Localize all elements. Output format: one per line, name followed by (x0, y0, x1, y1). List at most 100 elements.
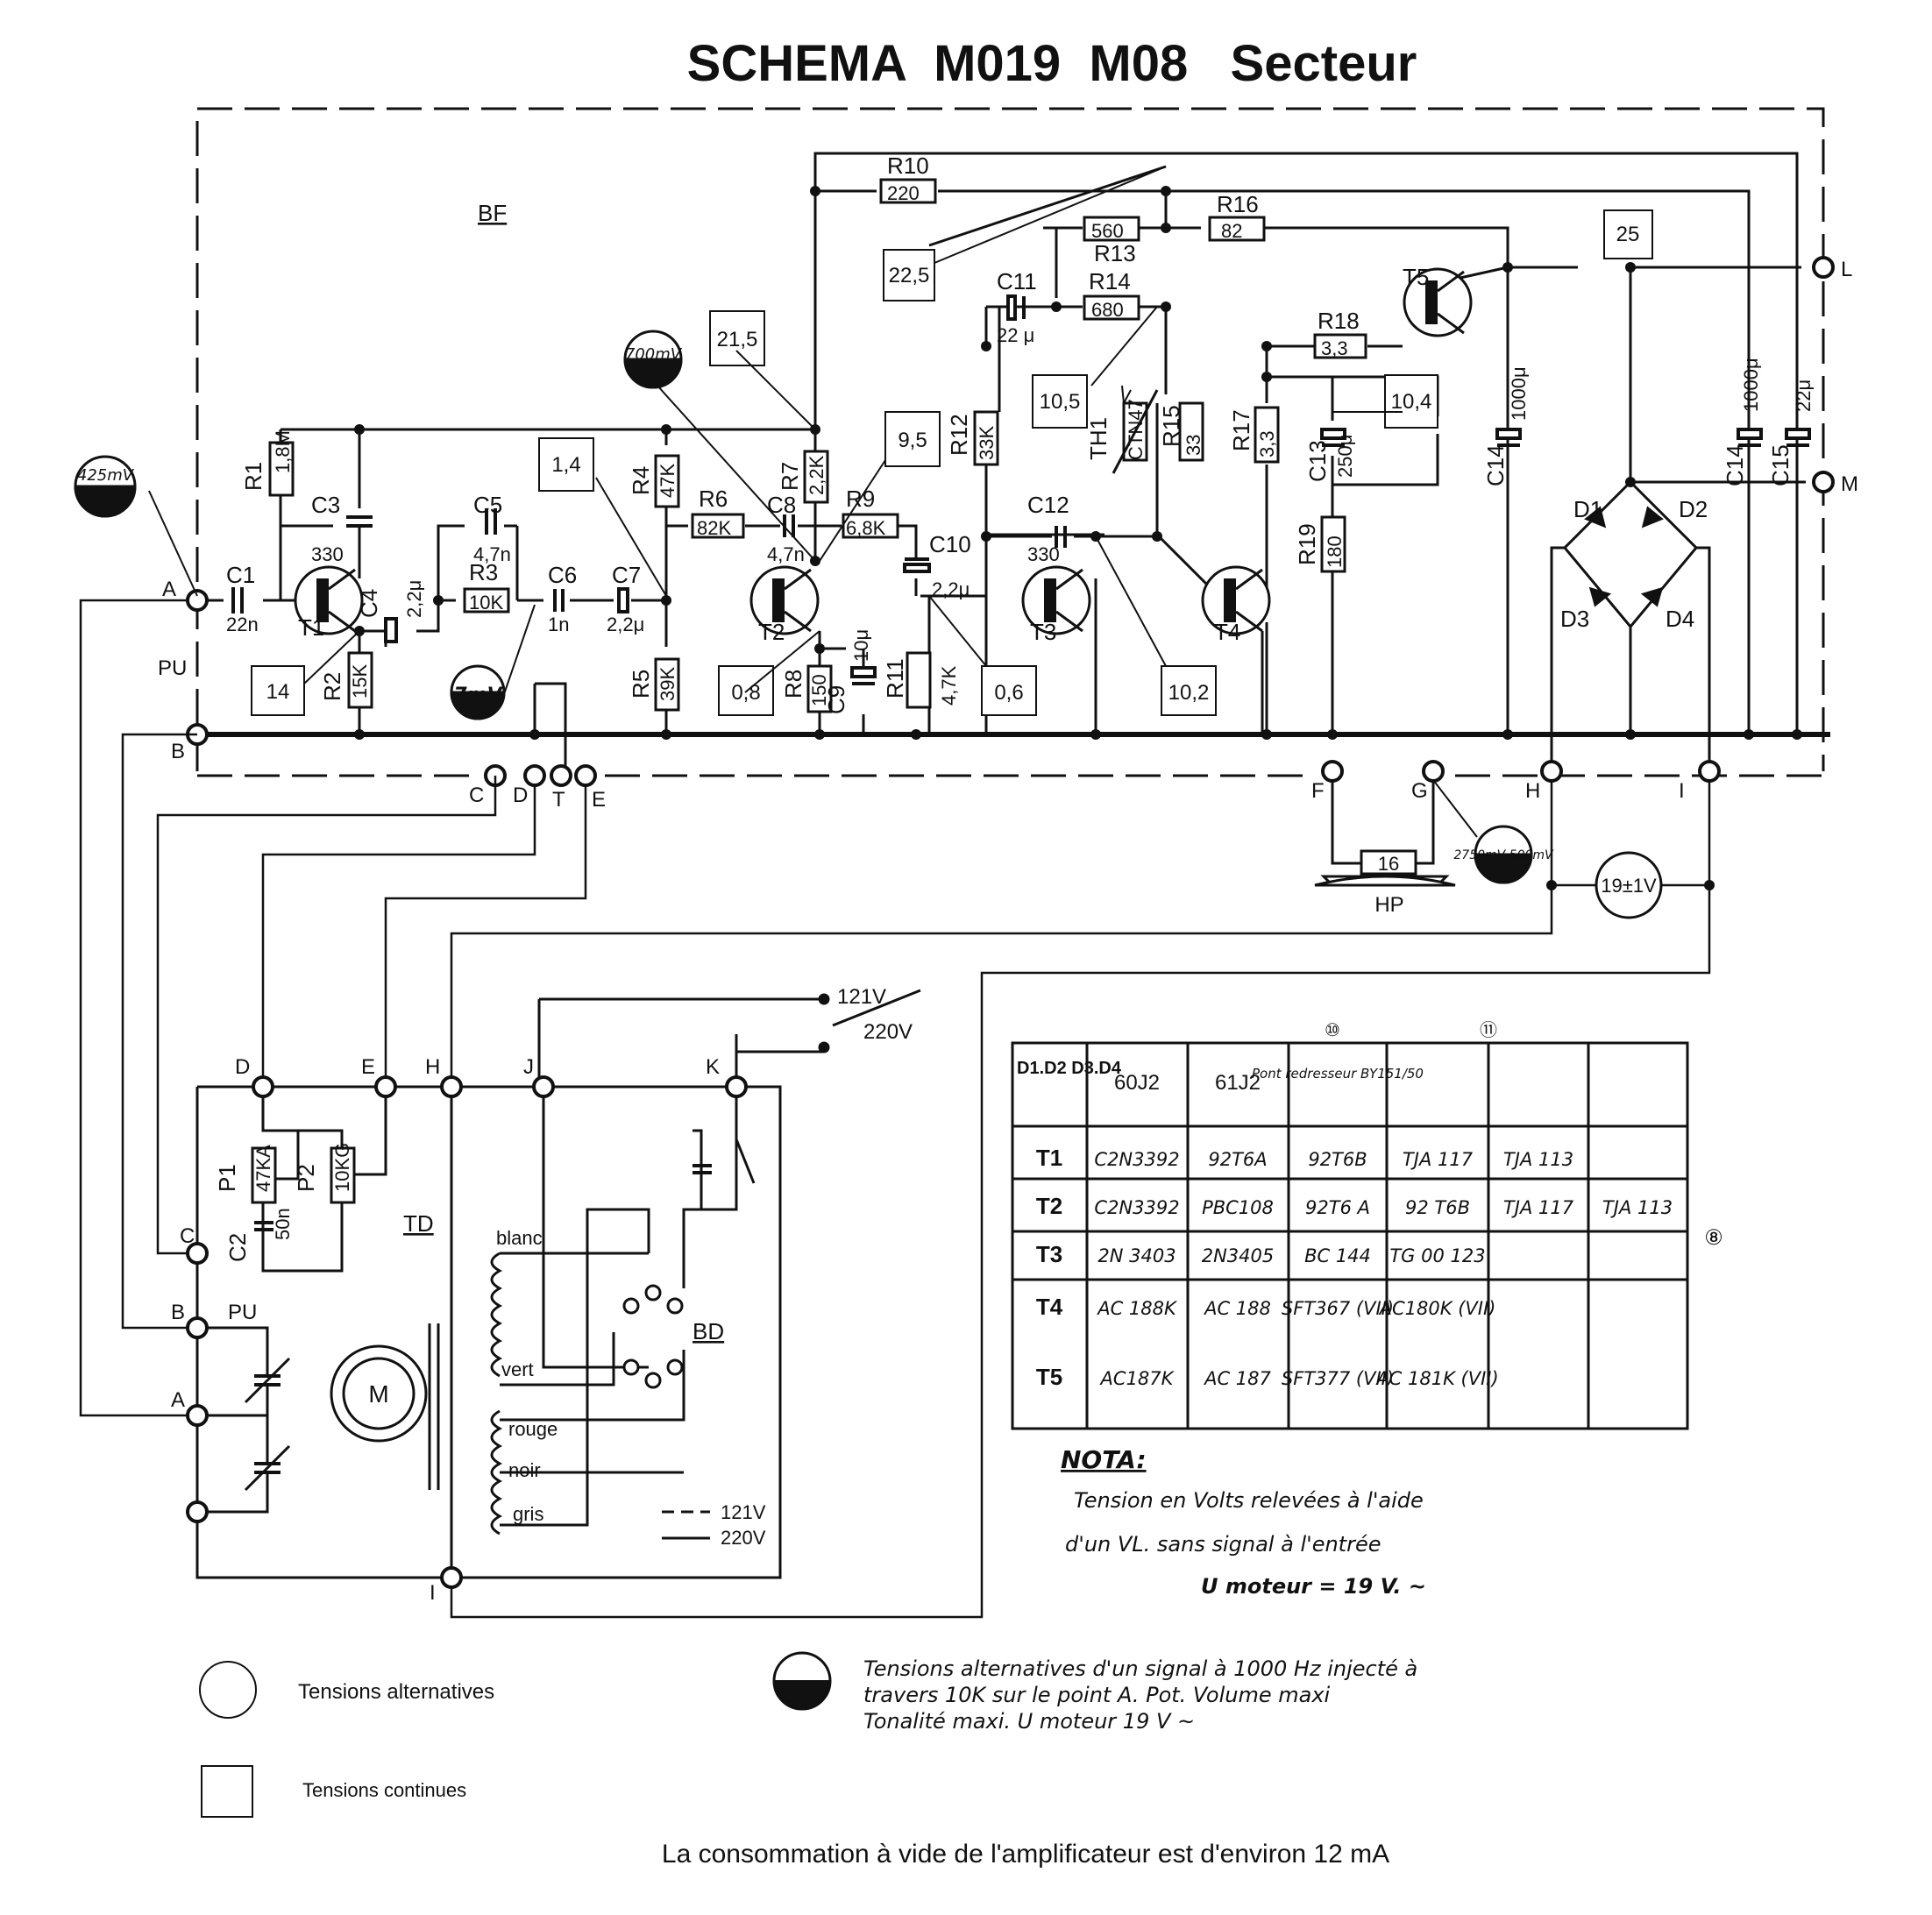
hp-value: 16 (1378, 853, 1399, 875)
transistor-label: T2 (758, 619, 785, 645)
component-value: 4,7K (938, 665, 960, 706)
component-ref: R5 (628, 670, 654, 699)
resistor-r17 (1254, 406, 1280, 464)
component-value: 330 (311, 543, 344, 565)
td-terminal-label: PU (228, 1301, 257, 1324)
component-value: 33 (1183, 435, 1204, 456)
component-value: 1n (548, 614, 569, 635)
ac-voltage-425mv (74, 455, 137, 518)
table-mark: ⑧ (1704, 1226, 1723, 1250)
table-cell: PBC108 (1202, 1197, 1274, 1218)
component-ref: R11 (882, 658, 908, 699)
component-ref: R18 (1318, 308, 1360, 334)
td-terminals (186, 1075, 748, 1589)
component-value: 3,3 (1321, 337, 1348, 359)
td-terminal-label: H (425, 1055, 440, 1079)
thermistor-arrow (1112, 389, 1159, 474)
component-value: 150 (808, 674, 830, 706)
table-row-label: T3 (1036, 1241, 1062, 1267)
thermistor-th1 (1122, 401, 1148, 462)
td-terminal-label: K (706, 1055, 720, 1079)
component-value: 22μ (1793, 379, 1815, 412)
terminal-i (1698, 760, 1721, 783)
terminal-l (1812, 256, 1835, 279)
wire-label: blanc (496, 1227, 543, 1249)
table-cell: 92 T6B (1405, 1197, 1470, 1218)
resistor-r7 (803, 450, 829, 504)
legend-signal-line: Tonalité maxi. U moteur 19 V ~ (863, 1709, 1195, 1734)
component-value: 10KG (331, 1143, 353, 1192)
component-value: 4,7n (767, 543, 805, 565)
component-ref: C8 (767, 492, 796, 518)
table-cell: TJA 117 (1503, 1197, 1574, 1218)
terminal-label: E (592, 788, 606, 812)
legend-dc-box (201, 1765, 253, 1818)
td-terminal-label: B (171, 1301, 185, 1324)
transistor-table-grid (1011, 1041, 1689, 1430)
table-cell: 92T6 A (1305, 1197, 1370, 1218)
ac-voltage-value: 7mV (453, 684, 503, 706)
table-cell: AC 188 (1203, 1298, 1271, 1319)
section-bf-label: BF (478, 200, 507, 226)
terminal-e (574, 764, 597, 787)
component-value: 15K (349, 664, 371, 699)
nota-line: U moteur = 19 V. ~ (1201, 1574, 1426, 1599)
component-ref: C1 (226, 562, 255, 588)
resistor-r6 (691, 513, 745, 539)
component-value: 1,8M (272, 430, 294, 473)
component-ref: C3 (311, 492, 340, 518)
ac-voltage-value: 2750mV 500mV (1453, 848, 1554, 862)
resistor-r11 (906, 651, 932, 709)
table-cell: SFT367 (VII) (1282, 1298, 1394, 1319)
td-terminal-label: A (171, 1388, 185, 1412)
dc-voltage-value: 22,5 (889, 264, 930, 287)
td-board (195, 989, 921, 1579)
section-td-label: TD (403, 1210, 434, 1237)
table-cell: TJA 113 (1602, 1197, 1673, 1218)
component-ref: C5 (473, 492, 502, 518)
component-value: 4,7n (473, 543, 511, 565)
diode-label: D4 (1666, 606, 1694, 632)
component-ref: R14 (1089, 268, 1131, 294)
td-terminal-label: J (523, 1055, 534, 1079)
terminal-label: L (1841, 258, 1852, 281)
component-ref: C10 (929, 531, 971, 557)
dc-voltage-value: 10,5 (1040, 390, 1081, 414)
terminal-label: A (162, 578, 176, 601)
td-terminal-label: C (180, 1224, 195, 1248)
terminal-label: PU (158, 656, 187, 680)
component-value: 6,8K (846, 517, 886, 539)
component-value: 2,2μ (607, 614, 644, 635)
component-value: 220 (887, 182, 920, 204)
resistor-r19 (1320, 515, 1346, 573)
table-header-cell: 60J2 (1114, 1071, 1160, 1095)
table-cell: AC 181K (VII) (1374, 1368, 1498, 1389)
transistor-t3 (1021, 565, 1091, 635)
resistor-r12 (973, 410, 999, 466)
junction-dots (354, 186, 1802, 890)
nota-title: NOTA: (1061, 1445, 1147, 1474)
table-cell: AC 188K (1096, 1298, 1178, 1319)
terminal-label: H (1525, 779, 1540, 803)
component-ref: C14 (1482, 444, 1509, 486)
transistor-label: T3 (1030, 619, 1056, 645)
terminal-t (550, 764, 572, 787)
transistor-label: T5 (1403, 264, 1429, 290)
terminal-label: F (1311, 779, 1325, 803)
component-value: 2,2μ (403, 580, 425, 618)
legend-ac-circle (199, 1661, 257, 1719)
dc-voltage-value: 1,4 (551, 453, 580, 477)
diode-label: D2 (1679, 496, 1708, 522)
component-ref: R9 (846, 486, 875, 512)
wire-label: rouge (508, 1418, 558, 1440)
table-row-label: T1 (1036, 1145, 1062, 1171)
bridge-rectifier (1550, 266, 1806, 776)
transistor-label: T4 (1214, 619, 1240, 645)
component-ref: R17 (1228, 409, 1254, 451)
component-ref: R7 (777, 462, 803, 491)
transistor-t2 (749, 565, 820, 635)
transistor-t5 (1403, 267, 1473, 337)
legend-signal-line: Tensions alternatives d'un signal à 1000… (863, 1656, 1417, 1681)
component-value: 1000μ (1508, 366, 1530, 421)
